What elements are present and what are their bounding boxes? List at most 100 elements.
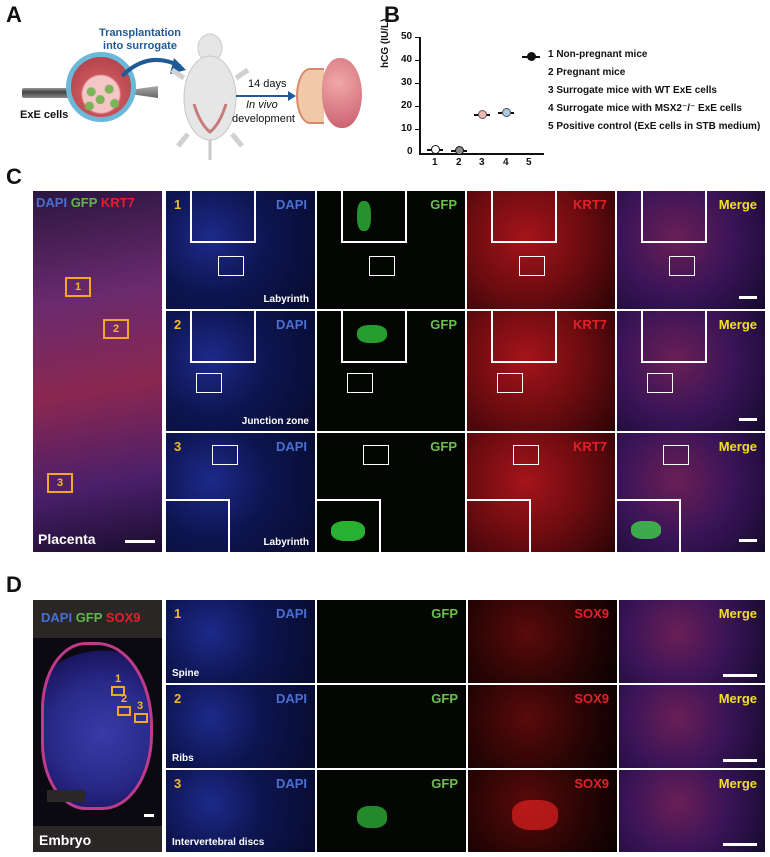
x-tick: 1 [432,157,438,168]
placenta-icon [296,68,324,124]
c-row3-krt7-image: KRT7 [466,432,616,553]
c-row2-gfp-image: GFP [316,310,466,432]
d-row1-sox9-image: SOX9 [467,599,618,684]
c-row1-dapi-image: 1 DAPI Labyrinth [165,190,316,310]
channel-label: SOX9 [574,776,609,791]
c-row3-dapi-image: 3 DAPI Labyrinth [165,432,316,553]
zoom-region-box [663,445,689,465]
pipette-icon [22,88,82,98]
scale-bar [723,674,757,677]
d-row3-merge-image: Merge [618,769,766,853]
region-box-2[interactable]: 2 [103,319,129,339]
stain-legend: DAPI GFP SOX9 [41,610,141,625]
y-axis-label: hCG (IU/L) [380,18,391,68]
stain-dapi: DAPI [36,195,68,210]
zoom-inset [467,499,531,552]
region-box-3[interactable] [134,713,148,723]
channel-label: Merge [718,776,757,791]
stain-gfp: GFP [70,195,98,210]
zoom-inset [190,191,256,243]
region-box-2[interactable] [117,706,131,716]
y-axis-line [419,37,421,154]
d-row2-dapi-image: 2 DAPI Ribs [165,684,316,769]
y-tick: 20 [401,100,413,111]
chart-legend: 1 Non-pregnant mice 2 Pregnant mice 3 Su… [548,46,760,136]
zoom-inset [166,499,230,552]
tick-mark [415,37,419,38]
c-row1-merge-image: Merge [616,190,766,310]
d-row1-gfp-image: GFP [316,599,467,684]
placenta-overview-image: DAPI GFP KRT7 1 2 3 Placenta [32,190,163,553]
channel-label: Merge [718,691,757,706]
data-point-1[interactable] [431,145,440,154]
stain-dapi: DAPI [41,610,73,625]
legend-item: 2 Pregnant mice [548,67,626,78]
zoom-region-box [647,373,673,393]
stain-krt7: KRT7 [100,195,135,210]
zoom-region-box [218,256,244,276]
zoom-inset [190,311,256,363]
region-box-3[interactable]: 3 [47,473,73,493]
data-point-2[interactable] [455,146,464,155]
tick-mark [415,129,419,130]
channel-label: GFP [430,197,457,212]
tick-mark [415,106,419,107]
row-number: 1 [174,606,182,621]
gfp-signal [331,521,365,541]
region-box-2-label: 2 [121,693,128,705]
channel-label: GFP [431,776,458,791]
region-label: Ribs [172,753,194,764]
zoom-region-box [212,445,238,465]
zoom-inset [617,499,681,552]
legend-item: 3 Surrogate mice with WT ExE cells [548,85,717,96]
region-label: Labyrinth [263,294,309,305]
region-box-1[interactable]: 1 [65,277,91,297]
channel-label: DAPI [275,776,307,791]
development-label: development [232,113,295,125]
channel-label: SOX9 [574,691,609,706]
y-tick: 50 [401,31,413,42]
scale-bar [739,539,757,542]
panel-a-letter: A [6,2,22,27]
gfp-signal [357,201,371,231]
transplantation-label: Transplantation into surrogate [95,27,185,53]
zoom-inset [641,191,707,243]
region-label: Junction zone [241,416,309,427]
d-row2-merge-image: Merge [618,684,766,769]
x-tick: 5 [526,157,532,168]
scale-bar [739,418,757,421]
data-point-3[interactable] [478,110,487,119]
legend-item: 5 Positive control (ExE cells in STB med… [548,121,761,132]
embryo-overview-image: DAPI GFP SOX9 1 2 3 Embryo [32,599,163,853]
gfp-cell-dots [84,84,120,110]
straight-arrow-icon [236,95,290,97]
legend-item: 4 Surrogate mice with MSX2⁻/⁻ ExE cells [548,103,742,114]
channel-label: Merge [718,606,757,621]
scale-bar [739,296,757,299]
redaction-box [47,790,85,802]
y-tick: 30 [401,77,413,88]
scale-bar [723,759,757,762]
blastocyst-icon [66,52,136,122]
c-row3-gfp-image: GFP [316,432,466,553]
d-row2-gfp-image: GFP [316,684,467,769]
d-row1-merge-image: Merge [618,599,766,684]
row-number: 2 [174,317,182,332]
channel-label: SOX9 [574,606,609,621]
panel-b-letter: B [384,2,400,27]
channel-label: Merge [718,439,757,454]
region-label: Intervertebral discs [172,837,265,848]
c-row2-merge-image: Merge [616,310,766,432]
gfp-signal [357,806,387,828]
stain-legend: DAPI GFP KRT7 [36,195,135,210]
row-number: 2 [174,691,182,706]
zoom-region-box [369,256,395,276]
channel-label: DAPI [275,691,307,706]
panel-c-letter: C [6,164,22,189]
region-box-1[interactable] [111,686,125,696]
d-row3-sox9-image: SOX9 [467,769,618,853]
zoom-inset [641,311,707,363]
data-point-4[interactable] [502,108,511,117]
transplantation-label-line1: Transplantation [99,27,181,39]
region-label: Spine [172,668,200,679]
